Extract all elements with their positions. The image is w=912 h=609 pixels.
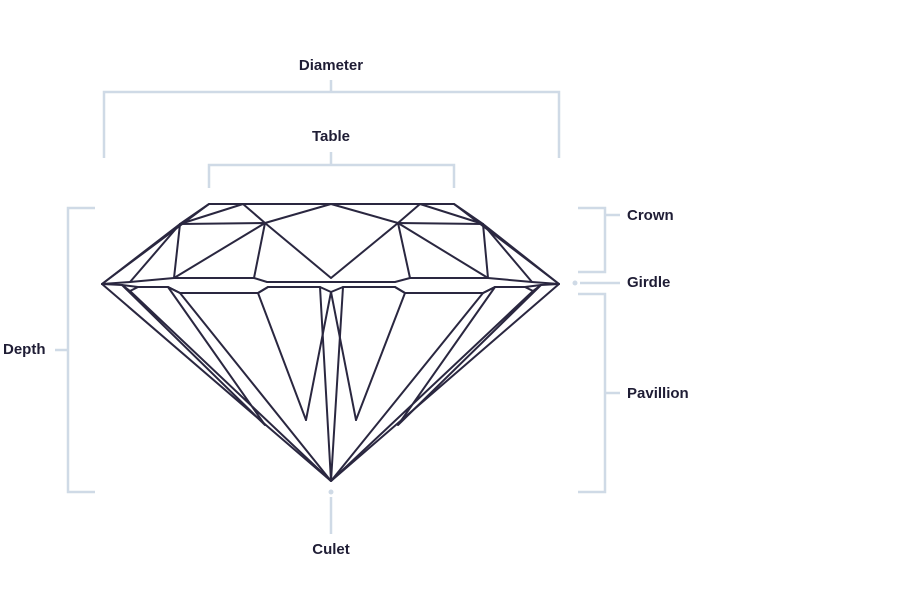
- diamond-silhouette: [101, 203, 560, 482]
- girdle-band: [101, 277, 560, 285]
- depth-label: Depth: [3, 341, 46, 358]
- crown-upper-girdle-facets: [101, 222, 560, 285]
- diameter-bracket: [102, 80, 561, 158]
- girdle-label: Girdle: [627, 274, 670, 291]
- crown-bezel-facets: [173, 222, 489, 279]
- pavillion-label: Pavillion: [627, 385, 689, 402]
- pavilion-main-facets: [179, 286, 484, 482]
- labels: Diameter Table Crown Girdle Pavillion De…: [3, 57, 689, 558]
- brackets: [55, 80, 620, 534]
- culet-label: Culet: [312, 541, 350, 558]
- diamond-outline: [101, 203, 560, 482]
- crown-star-facets: [179, 203, 484, 225]
- crown-label: Crown: [627, 207, 674, 224]
- diameter-label: Diameter: [299, 57, 363, 74]
- girdle-pointer: [572, 280, 620, 286]
- pavilion-lower-girdle-facets: [121, 284, 542, 482]
- crown-bracket: [578, 206, 620, 274]
- pavillion-bracket: [578, 292, 620, 494]
- depth-bracket: [55, 206, 95, 494]
- table-label: Table: [312, 128, 350, 145]
- crown-kite-facets: [179, 222, 484, 279]
- table-bracket: [207, 152, 456, 188]
- culet-pointer: [328, 489, 334, 534]
